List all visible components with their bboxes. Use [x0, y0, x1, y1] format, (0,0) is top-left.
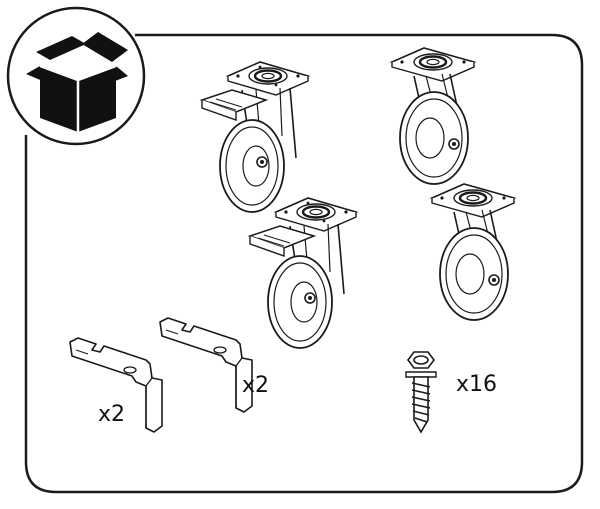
quantity-label-screw: x16 [456, 372, 498, 397]
quantity-label-bracket-right: x2 [242, 373, 270, 398]
swivel-caster-brake-icon [200, 60, 310, 214]
swivel-caster-icon [390, 46, 476, 186]
quantity-label-bracket-left: x2 [98, 402, 126, 427]
swivel-caster-brake-icon [248, 196, 358, 350]
parts-panel [24, 33, 584, 494]
bracket-icon [159, 317, 253, 413]
swivel-caster-icon [430, 182, 516, 322]
hex-screw-icon [405, 351, 437, 434]
open-box-icon [6, 6, 146, 146]
